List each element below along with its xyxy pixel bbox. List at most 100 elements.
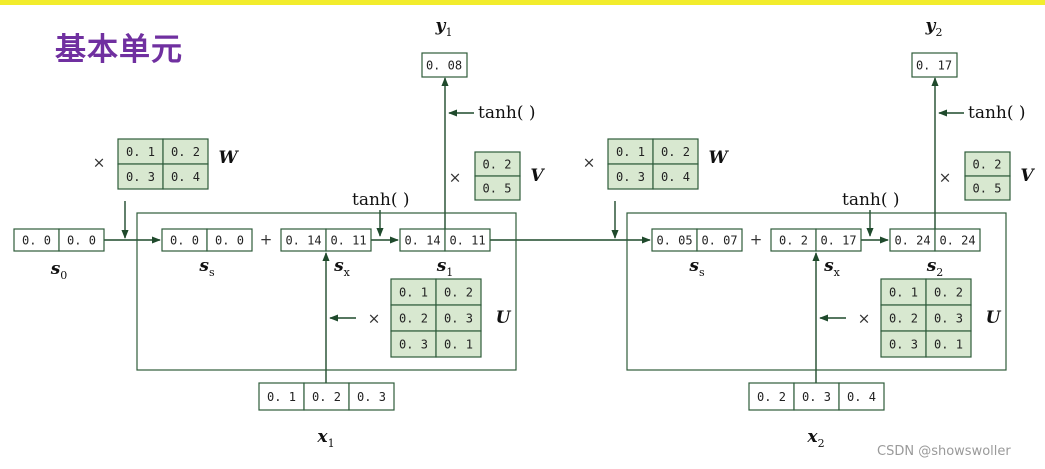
left-x-vector-value: 0. 3 (357, 390, 386, 404)
right-v-value: 0. 2 (973, 158, 1002, 172)
left-x-vector-cell (258, 382, 305, 411)
left-x-vector-cell (303, 382, 350, 411)
left-x-vector-value: 0. 1 (267, 390, 296, 404)
left-y-label-main: y (435, 16, 447, 36)
left-w-times: × (93, 154, 106, 172)
right-u-matrix-cell (880, 330, 927, 358)
left-y-box (421, 52, 468, 78)
left-s0-label: s0 (50, 259, 68, 282)
page-title: 基本单元 (55, 32, 183, 68)
left-u-matrix-value: 0. 3 (399, 338, 428, 352)
left-w-matrix-value: 0. 4 (171, 170, 200, 184)
right-ss-vector-value: 0. 07 (701, 234, 737, 248)
left-u-matrix-value: 0. 3 (444, 312, 473, 326)
left-u-label: U (496, 308, 512, 328)
left-y-value: 0. 08 (426, 59, 462, 73)
right-ss-label-subscript: s (699, 266, 705, 279)
left-v-label-main: V (530, 166, 545, 186)
right-x-vector-value: 0. 3 (802, 390, 831, 404)
right-u-matrix-value: 0. 3 (889, 338, 918, 352)
right-s-label-subscript: 2 (936, 266, 943, 279)
left-v-times: × (449, 169, 462, 187)
right-s-label-main: s (926, 256, 937, 276)
right-u-matrix-cell (880, 278, 927, 306)
right-tanh-y: tanh( ) (968, 103, 1026, 123)
right-w-label: W (708, 148, 729, 168)
top-accent-bar (0, 0, 1045, 5)
left-tanh-y: tanh( ) (478, 103, 536, 123)
right-u-label: U (986, 308, 1002, 328)
left-v-value: 0. 5 (483, 182, 512, 196)
left-sx-vector-value: 0. 14 (285, 234, 321, 248)
right-tanh-s: tanh( ) (842, 190, 900, 210)
left-s0-label-subscript: 0 (60, 269, 67, 282)
right-u-matrix-value: 0. 1 (889, 286, 918, 300)
left-ss-vector-cell (206, 228, 253, 252)
left-u-matrix-cell (390, 330, 437, 358)
right-w-times: × (583, 154, 596, 172)
right-sx-vector-value: 0. 17 (820, 234, 856, 248)
left-v-value: 0. 2 (483, 158, 512, 172)
left-v-label: V (530, 166, 545, 186)
right-y-label-main: y (925, 16, 937, 36)
left-s-label-main: s (436, 256, 447, 276)
left-u-matrix-cell (435, 278, 482, 306)
left-ss-vector-value: 0. 0 (170, 234, 199, 248)
left-sx-label-main: s (333, 256, 344, 276)
left-s-vector-cell (444, 228, 491, 252)
right-y-box (911, 52, 958, 78)
right-ss-label-main: s (688, 256, 699, 276)
right-w-matrix-value: 0. 3 (616, 170, 645, 184)
left-v-cell (474, 151, 521, 177)
right-u-matrix-value: 0. 3 (934, 312, 963, 326)
left-ss-label-main: s (198, 256, 209, 276)
left-w-matrix-cell (162, 138, 209, 165)
left-w-matrix-cell (162, 163, 209, 190)
right-x-vector-value: 0. 2 (757, 390, 786, 404)
left-u-matrix-cell (435, 330, 482, 358)
left-x-vector-value: 0. 2 (312, 390, 341, 404)
right-y-label-subscript: 2 (935, 26, 942, 39)
left-y-label: y1 (435, 16, 453, 39)
left-s-vector-value: 0. 11 (449, 234, 485, 248)
right-cell-container (626, 212, 1007, 371)
right-ss-vector-value: 0. 05 (656, 234, 692, 248)
left-u-label-main: U (496, 308, 512, 328)
left-sx-vector-value: 0. 11 (330, 234, 366, 248)
left-sx-vector-cell (325, 228, 372, 252)
right-u-times: × (858, 310, 871, 328)
left-u-matrix-value: 0. 2 (399, 312, 428, 326)
right-w-matrix-cell (652, 163, 699, 190)
left-s-label-subscript: 1 (446, 266, 453, 279)
right-v-label-main: V (1020, 166, 1035, 186)
right-sx-vector-cell (815, 228, 862, 252)
left-w-matrix-value: 0. 3 (126, 170, 155, 184)
left-s-vector-value: 0. 14 (404, 234, 440, 248)
right-u-matrix-value: 0. 2 (934, 286, 963, 300)
right-s-vector-value: 0. 24 (894, 234, 930, 248)
left-ss-label-subscript: s (209, 266, 215, 279)
right-w-matrix-cell (652, 138, 699, 165)
right-x-label-main: x (806, 427, 818, 447)
right-sx-vector-value: 0. 2 (779, 234, 808, 248)
right-sx-label-main: s (823, 256, 834, 276)
right-w-label-main: W (708, 148, 729, 168)
right-x-vector-value: 0. 4 (847, 390, 876, 404)
left-s0-vector-value: 0. 0 (67, 234, 96, 248)
left-u-matrix-cell (435, 304, 482, 332)
left-w-matrix-value: 0. 1 (126, 145, 155, 159)
left-u-times: × (368, 310, 381, 328)
right-x-vector-cell (748, 382, 795, 411)
left-x-label: x1 (316, 427, 334, 450)
right-ss-vector-cell (696, 228, 743, 252)
left-w-matrix-value: 0. 2 (171, 145, 200, 159)
right-v-value: 0. 5 (973, 182, 1002, 196)
right-x-vector-cell (793, 382, 840, 411)
left-w-label-main: W (218, 148, 239, 168)
right-w-matrix-value: 0. 4 (661, 170, 690, 184)
left-v-cell (474, 175, 521, 201)
right-u-matrix-cell (925, 278, 972, 306)
right-sx-label-subscript: x (834, 266, 841, 279)
left-w-matrix-cell (117, 163, 164, 190)
